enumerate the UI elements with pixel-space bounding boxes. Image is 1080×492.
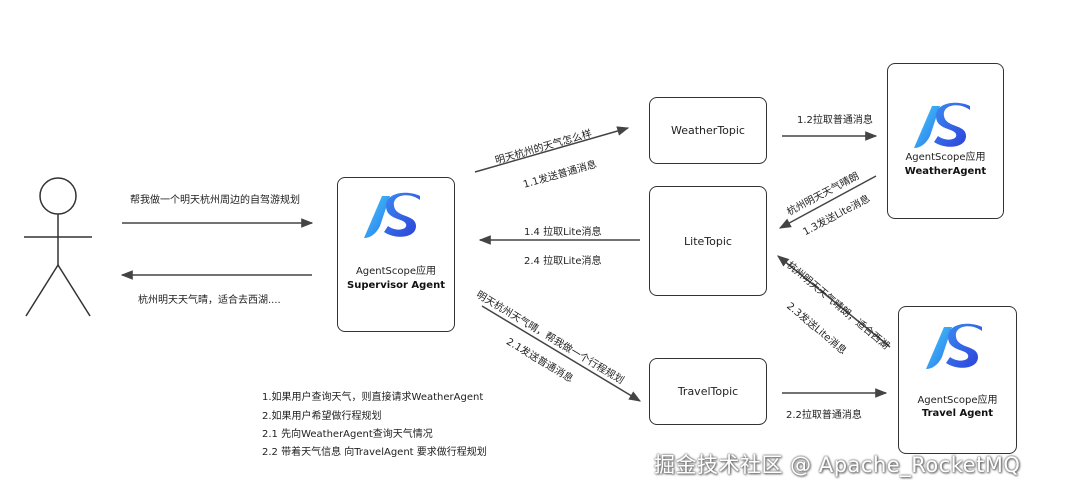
arrow-travelagent-to-litetopic (777, 255, 891, 348)
label-supervisor-reply: 杭州明天天气晴，适合去西湖.... (138, 295, 281, 306)
note-line-2: 2.如果用户希望做行程规划 (262, 411, 382, 422)
supervisor-agent-box: AgentScope应用 Supervisor Agent (337, 177, 455, 332)
label-user-request: 帮我做一个明天杭州周边的自驾游规划 (130, 195, 300, 206)
label-pull-1-4: 1.4 拉取Lite消息 (524, 227, 602, 238)
note-line-1: 1.如果用户查询天气，则直接请求WeatherAgent (262, 392, 484, 403)
arrow-weatheragent-to-litetopic (778, 175, 877, 229)
supervisor-agent-name: Supervisor Agent (347, 280, 445, 291)
arrow-supervisor-to-weathertopic (474, 126, 630, 173)
label-pull-2-4: 2.4 拉取Lite消息 (524, 256, 602, 267)
user-stick-figure (24, 177, 92, 317)
lite-topic-box: LiteTopic (649, 186, 767, 296)
lite-topic-label: LiteTopic (684, 235, 732, 248)
weather-topic-box: WeatherTopic (649, 97, 767, 164)
travel-topic-box: TravelTopic (649, 358, 767, 425)
watermark-text: 掘金技术社区 @ Apache_RocketMQ (654, 453, 1021, 477)
travel-agent-name: Travel Agent (921, 408, 994, 419)
weather-topic-label: WeatherTopic (671, 124, 745, 137)
label-pull-1-2: 1.2拉取普通消息 (797, 115, 873, 126)
supervisor-agent-subtitle: AgentScope应用 (355, 266, 437, 277)
travel-agent-subtitle: AgentScope应用 (917, 395, 998, 406)
weather-agent-subtitle: AgentScope应用 (905, 152, 986, 163)
travel-topic-label: TravelTopic (677, 385, 739, 398)
weather-agent-box: AgentScope应用 WeatherAgent (887, 63, 1004, 219)
label-pull-2-2: 2.2拉取普通消息 (786, 410, 862, 421)
agentscope-logo-icon (364, 192, 420, 238)
weather-agent-name: WeatherAgent (904, 166, 987, 177)
note-line-3: 2.1 先向WeatherAgent查询天气情况 (262, 429, 433, 440)
travel-agent-box: AgentScope应用 Travel Agent (898, 306, 1017, 454)
agentscope-logo-icon (914, 102, 970, 148)
arrow-supervisor-to-traveltopic (481, 305, 642, 402)
agentscope-logo-icon (926, 323, 982, 369)
note-line-4: 2.2 带着天气信息 向TravelAgent 要求做行程规划 (262, 447, 487, 458)
